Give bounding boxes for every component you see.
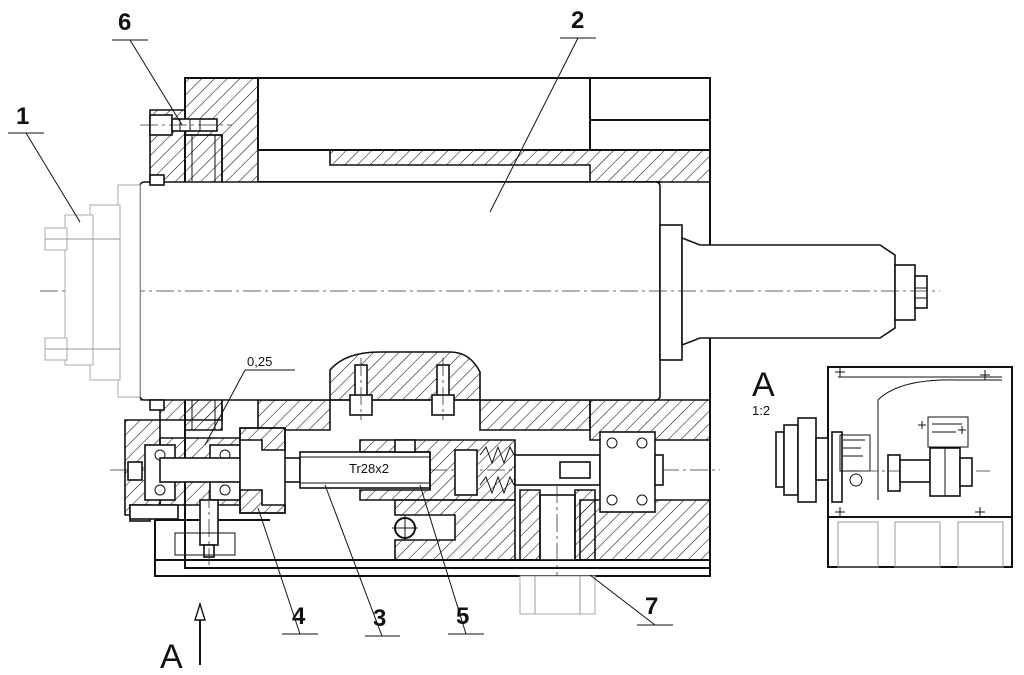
view-a-letter: A xyxy=(752,366,775,404)
view-a-scale: 1:2 xyxy=(752,403,770,418)
view-arrow: A xyxy=(160,601,206,675)
lower-pin xyxy=(129,490,236,565)
nut-block-upper xyxy=(329,351,481,420)
pinion xyxy=(519,485,596,615)
callout-2: 2 xyxy=(571,7,584,34)
callout-1: 1 xyxy=(16,103,29,130)
callout-7: 7 xyxy=(645,593,658,620)
main-section-view xyxy=(40,77,940,615)
callouts: 1 6 2 0,25 Tr28x2 4 3 5 7 xyxy=(8,7,673,637)
callout-6: 6 xyxy=(118,9,131,36)
view-arrow-letter: A xyxy=(160,638,183,675)
clearance-label: 0,25 xyxy=(247,354,272,369)
callout-4: 4 xyxy=(292,603,306,630)
callout-5: 5 xyxy=(456,603,469,630)
spindle-motor xyxy=(40,181,940,401)
seals xyxy=(149,174,165,411)
lead-screw xyxy=(110,419,720,541)
top-screw xyxy=(140,114,232,136)
view-a: A 1:2 xyxy=(752,366,1013,568)
thread-label: Tr28x2 xyxy=(349,461,389,476)
callout-3: 3 xyxy=(373,605,386,632)
